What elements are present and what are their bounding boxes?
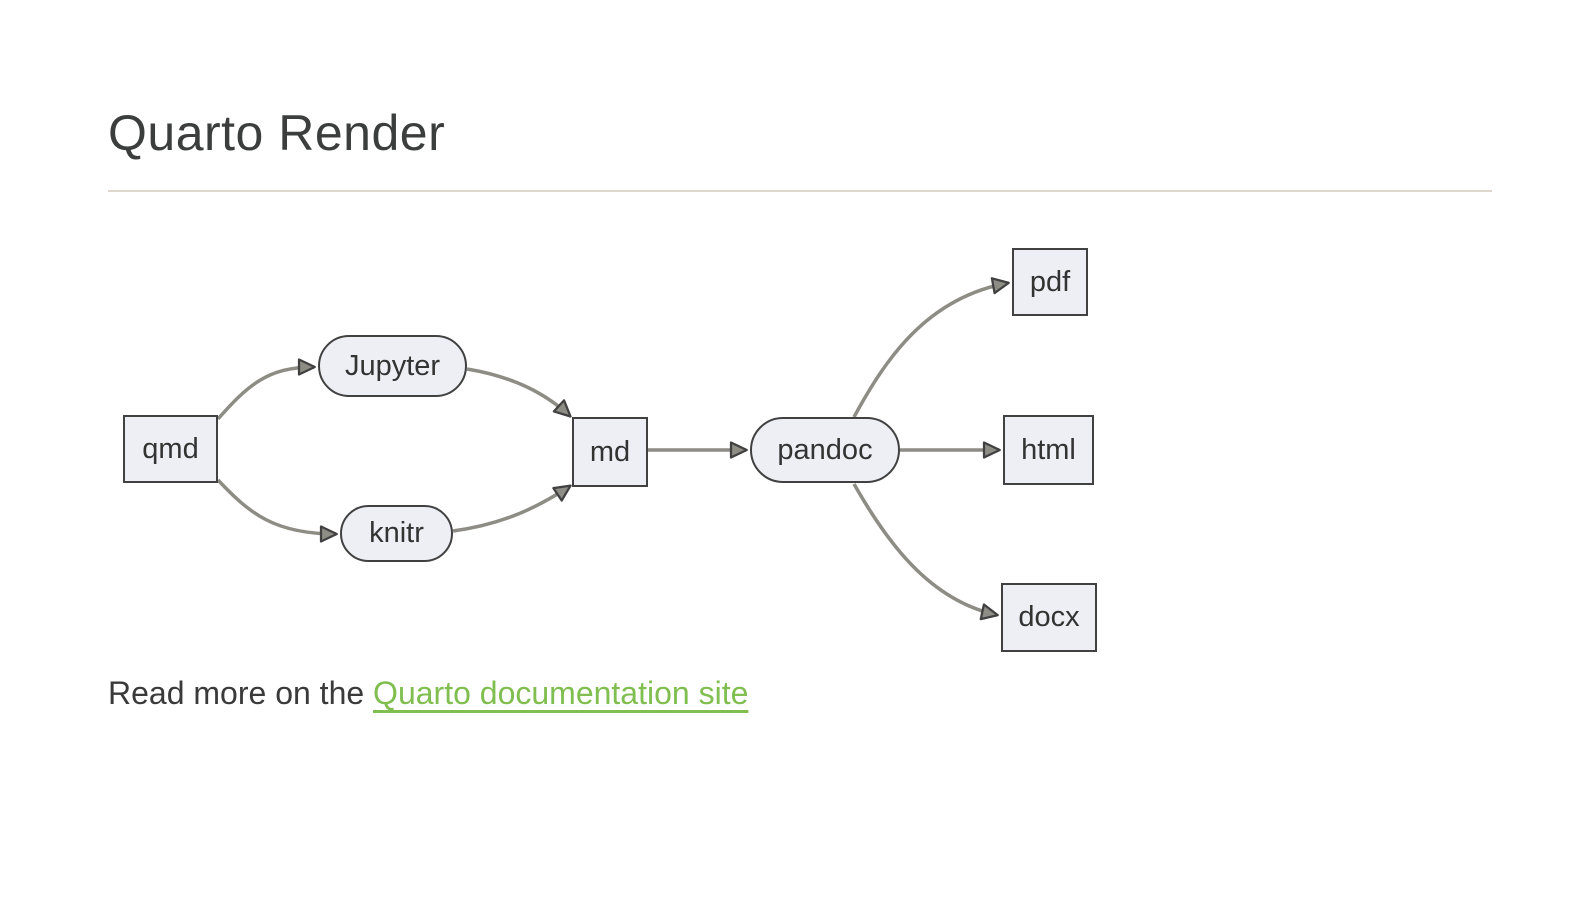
node-pdf: pdf [1012, 248, 1088, 316]
node-qmd-label: qmd [142, 432, 199, 465]
node-knitr-label: knitr [369, 517, 424, 549]
node-qmd: qmd [123, 415, 218, 483]
node-jupyter: Jupyter [318, 335, 467, 397]
edge-qmd-knitr [216, 478, 338, 543]
node-jupyter-label: Jupyter [344, 349, 441, 382]
node-html: html [1003, 415, 1094, 485]
node-docx-label: docx [1018, 601, 1080, 633]
read-more-text: Read more on the Quarto documentation si… [108, 672, 748, 714]
node-docx: docx [1001, 583, 1097, 652]
node-pdf-label: pdf [1029, 265, 1071, 298]
node-html-label: html [1021, 433, 1076, 466]
edge-pandoc-docx [852, 483, 999, 621]
read-more-prefix: Read more on the [108, 675, 374, 711]
edge-knitr-md [452, 484, 572, 533]
title-divider [108, 190, 1492, 192]
node-knitr: knitr [340, 505, 453, 562]
node-pandoc: pandoc [750, 417, 900, 483]
edge-jupyter-md [466, 367, 572, 418]
edge-pandoc-pdf [852, 277, 1010, 418]
node-md: md [572, 417, 648, 487]
page-title: Quarto Render [108, 105, 446, 161]
node-pandoc-label: pandoc [777, 433, 873, 466]
node-md-label: md [589, 435, 631, 468]
quarto-docs-link[interactable]: Quarto documentation site [373, 675, 749, 711]
edge-qmd-jupyter [216, 358, 316, 421]
